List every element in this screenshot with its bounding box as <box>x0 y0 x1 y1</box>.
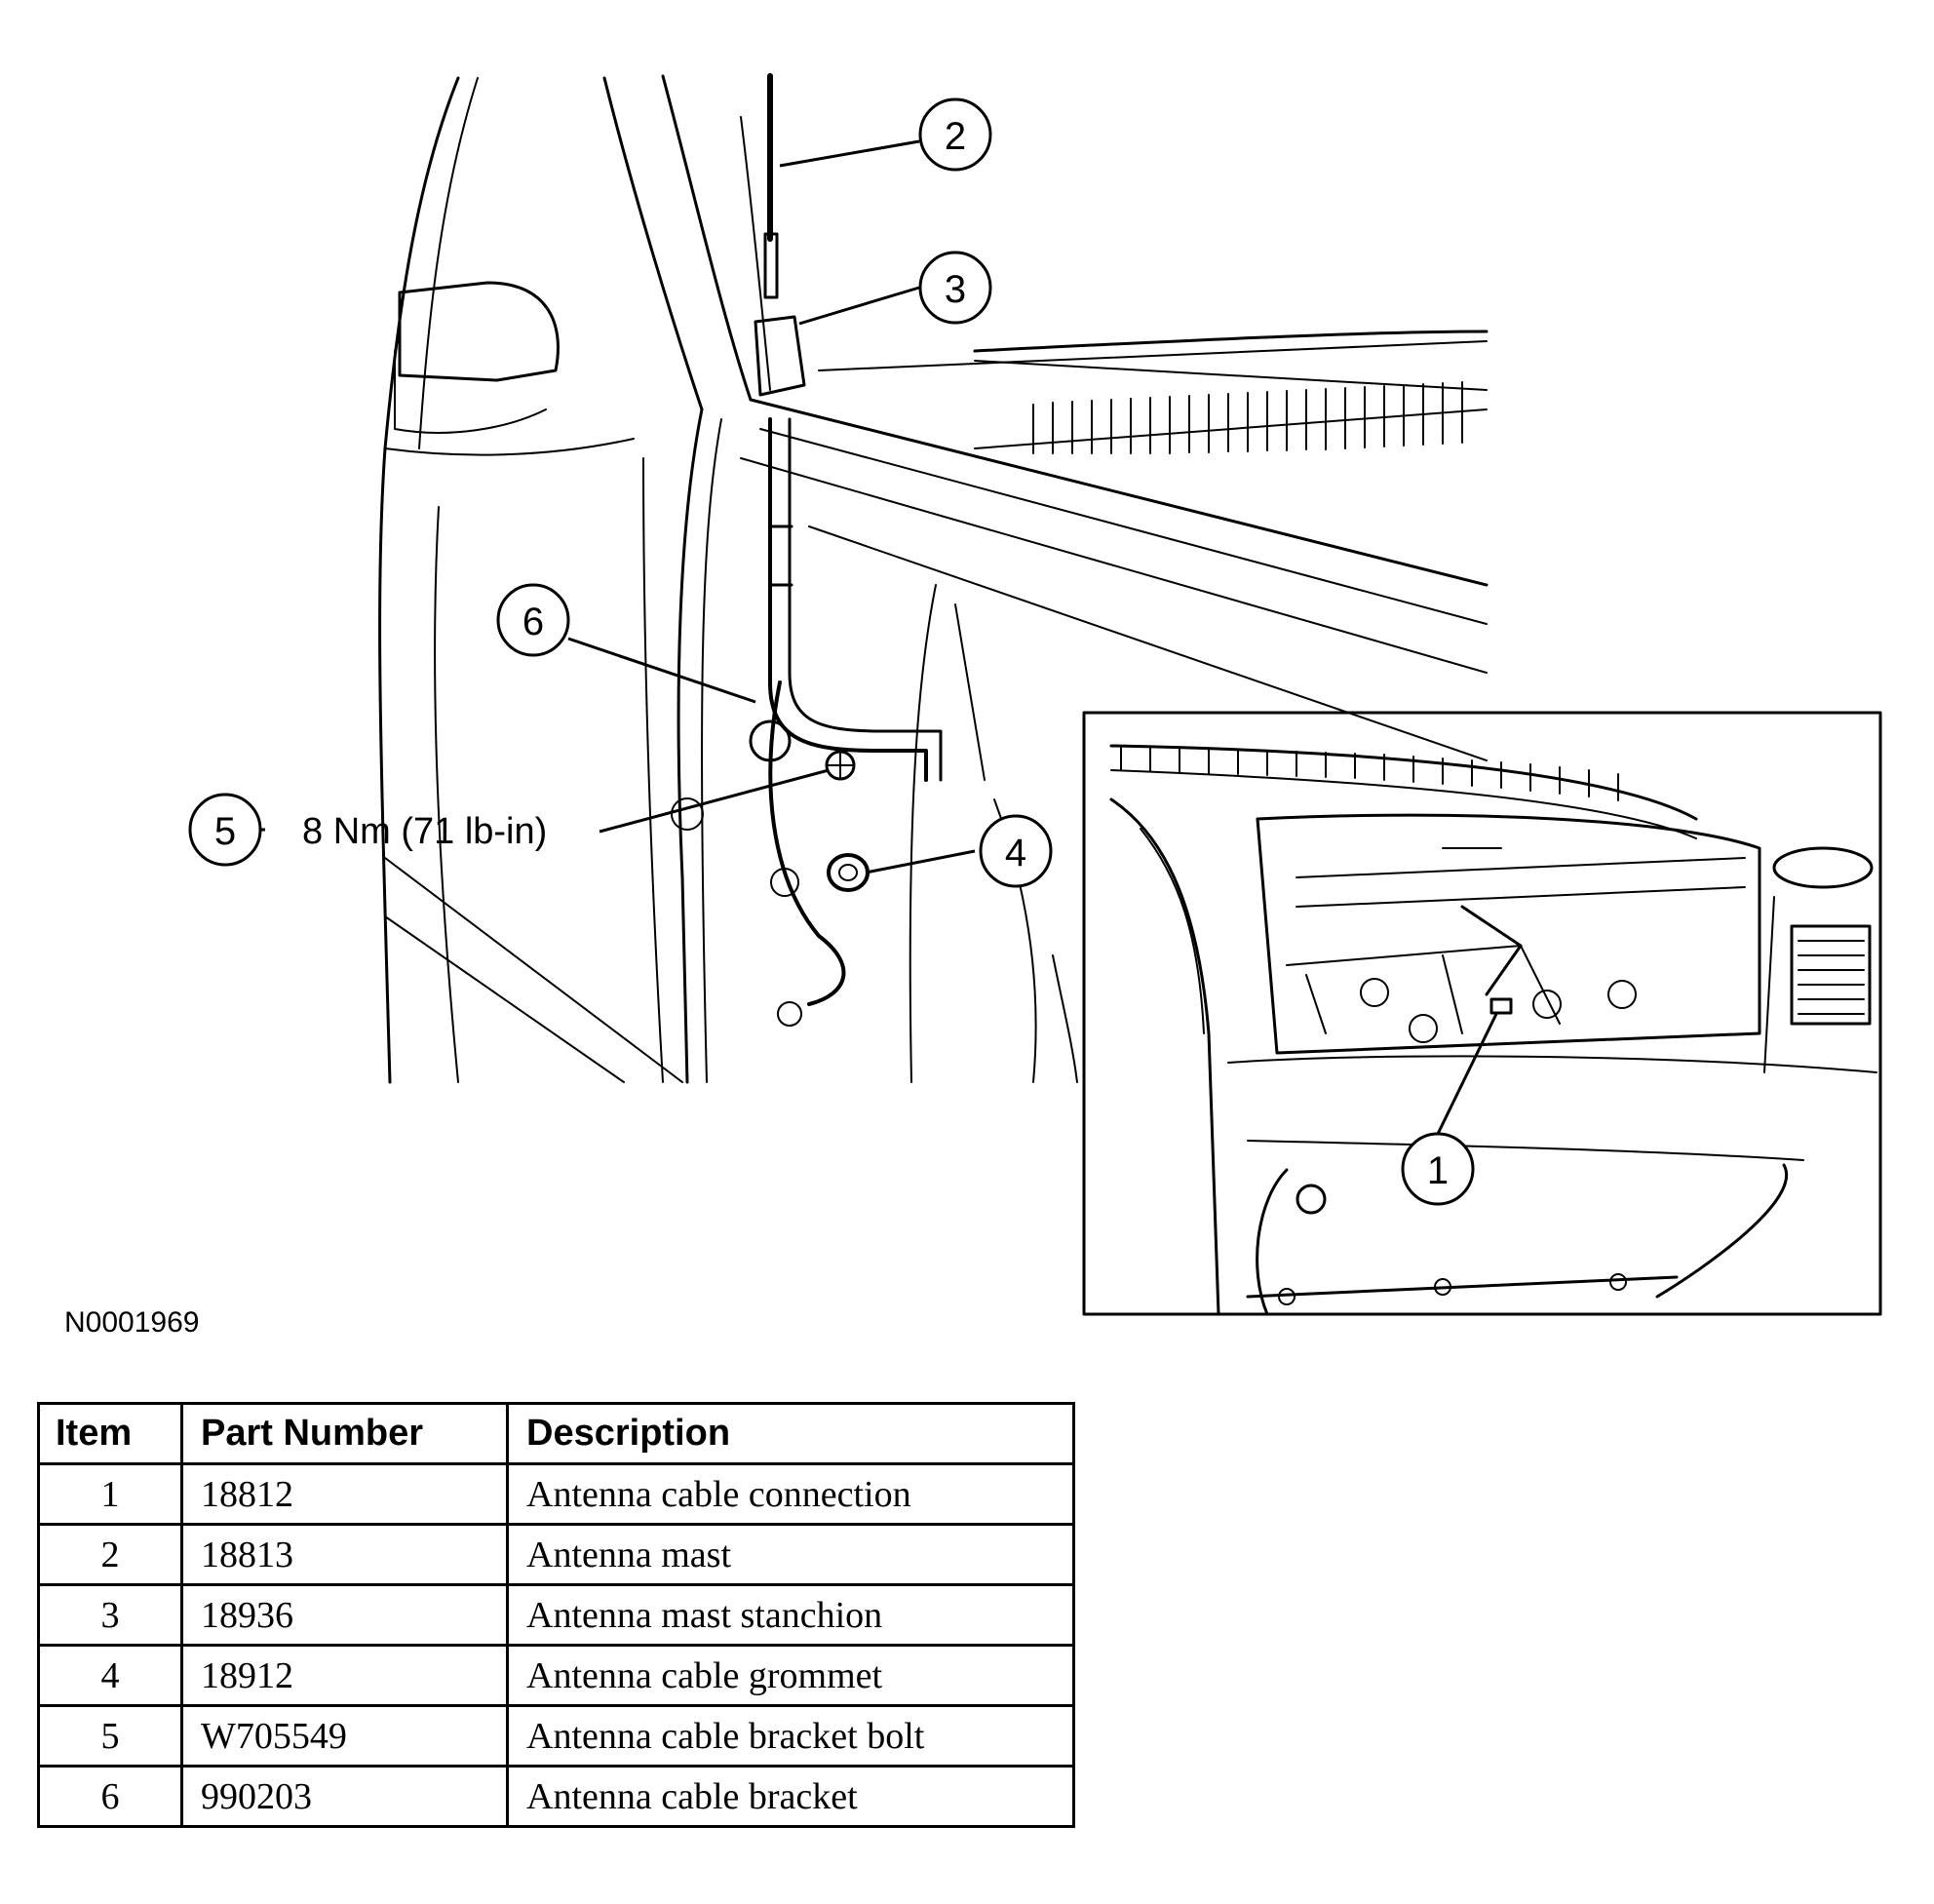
header-part-number: Part Number <box>180 1402 509 1465</box>
table-row: 2 18813 Antenna mast <box>37 1523 1075 1586</box>
cell-part-number: 990203 <box>180 1765 509 1828</box>
cell-item: 5 <box>37 1704 183 1768</box>
table-row: 5 W705549 Antenna cable bracket bolt <box>37 1704 1075 1768</box>
cell-description: Antenna mast stanchion <box>506 1583 1075 1647</box>
svg-text:2: 2 <box>945 115 966 158</box>
main-view-line-art <box>378 73 1489 1084</box>
cell-description: Antenna cable bracket bolt <box>506 1704 1075 1768</box>
table-row: 6 990203 Antenna cable bracket <box>37 1765 1075 1828</box>
callout-3: 3 <box>918 251 992 325</box>
callout-1: 1 <box>1401 1132 1475 1206</box>
cell-part-number: W705549 <box>180 1704 509 1768</box>
cell-part-number: 18813 <box>180 1523 509 1586</box>
svg-text:6: 6 <box>522 601 544 643</box>
figure-id: N0001969 <box>64 1306 200 1339</box>
cell-description: Antenna cable grommet <box>506 1644 1075 1707</box>
table-header-row: Item Part Number Description <box>37 1402 1075 1465</box>
cell-item: 6 <box>37 1765 183 1828</box>
svg-text:1: 1 <box>1427 1149 1449 1192</box>
cell-description: Antenna cable bracket <box>506 1765 1075 1828</box>
table-row: 3 18936 Antenna mast stanchion <box>37 1583 1075 1647</box>
callout-4: 4 <box>979 814 1053 888</box>
cell-description: Antenna mast <box>506 1523 1075 1586</box>
cell-item: 3 <box>37 1583 183 1647</box>
header-item: Item <box>37 1402 183 1465</box>
svg-text:4: 4 <box>1005 832 1026 874</box>
callout-2: 2 <box>918 97 992 172</box>
cell-part-number: 18912 <box>180 1644 509 1707</box>
cell-item: 1 <box>37 1462 183 1526</box>
leader-lines <box>258 139 1498 1135</box>
svg-text:5: 5 <box>214 810 236 853</box>
cell-item: 4 <box>37 1644 183 1707</box>
cell-description: Antenna cable connection <box>506 1462 1075 1526</box>
torque-label: 8 Nm (71 lb-in) <box>302 811 547 852</box>
inset-view <box>1082 711 1882 1316</box>
svg-text:3: 3 <box>945 268 966 311</box>
cell-part-number: 18936 <box>180 1583 509 1647</box>
callout-6: 6 <box>496 583 570 657</box>
parts-table: Item Part Number Description 1 18812 Ant… <box>37 1402 1075 1828</box>
table-row: 4 18912 Antenna cable grommet <box>37 1644 1075 1707</box>
callout-5: 5 <box>188 793 262 867</box>
cell-item: 2 <box>37 1523 183 1586</box>
header-description: Description <box>506 1402 1075 1465</box>
table-row: 1 18812 Antenna cable connection <box>37 1462 1075 1526</box>
cell-part-number: 18812 <box>180 1462 509 1526</box>
